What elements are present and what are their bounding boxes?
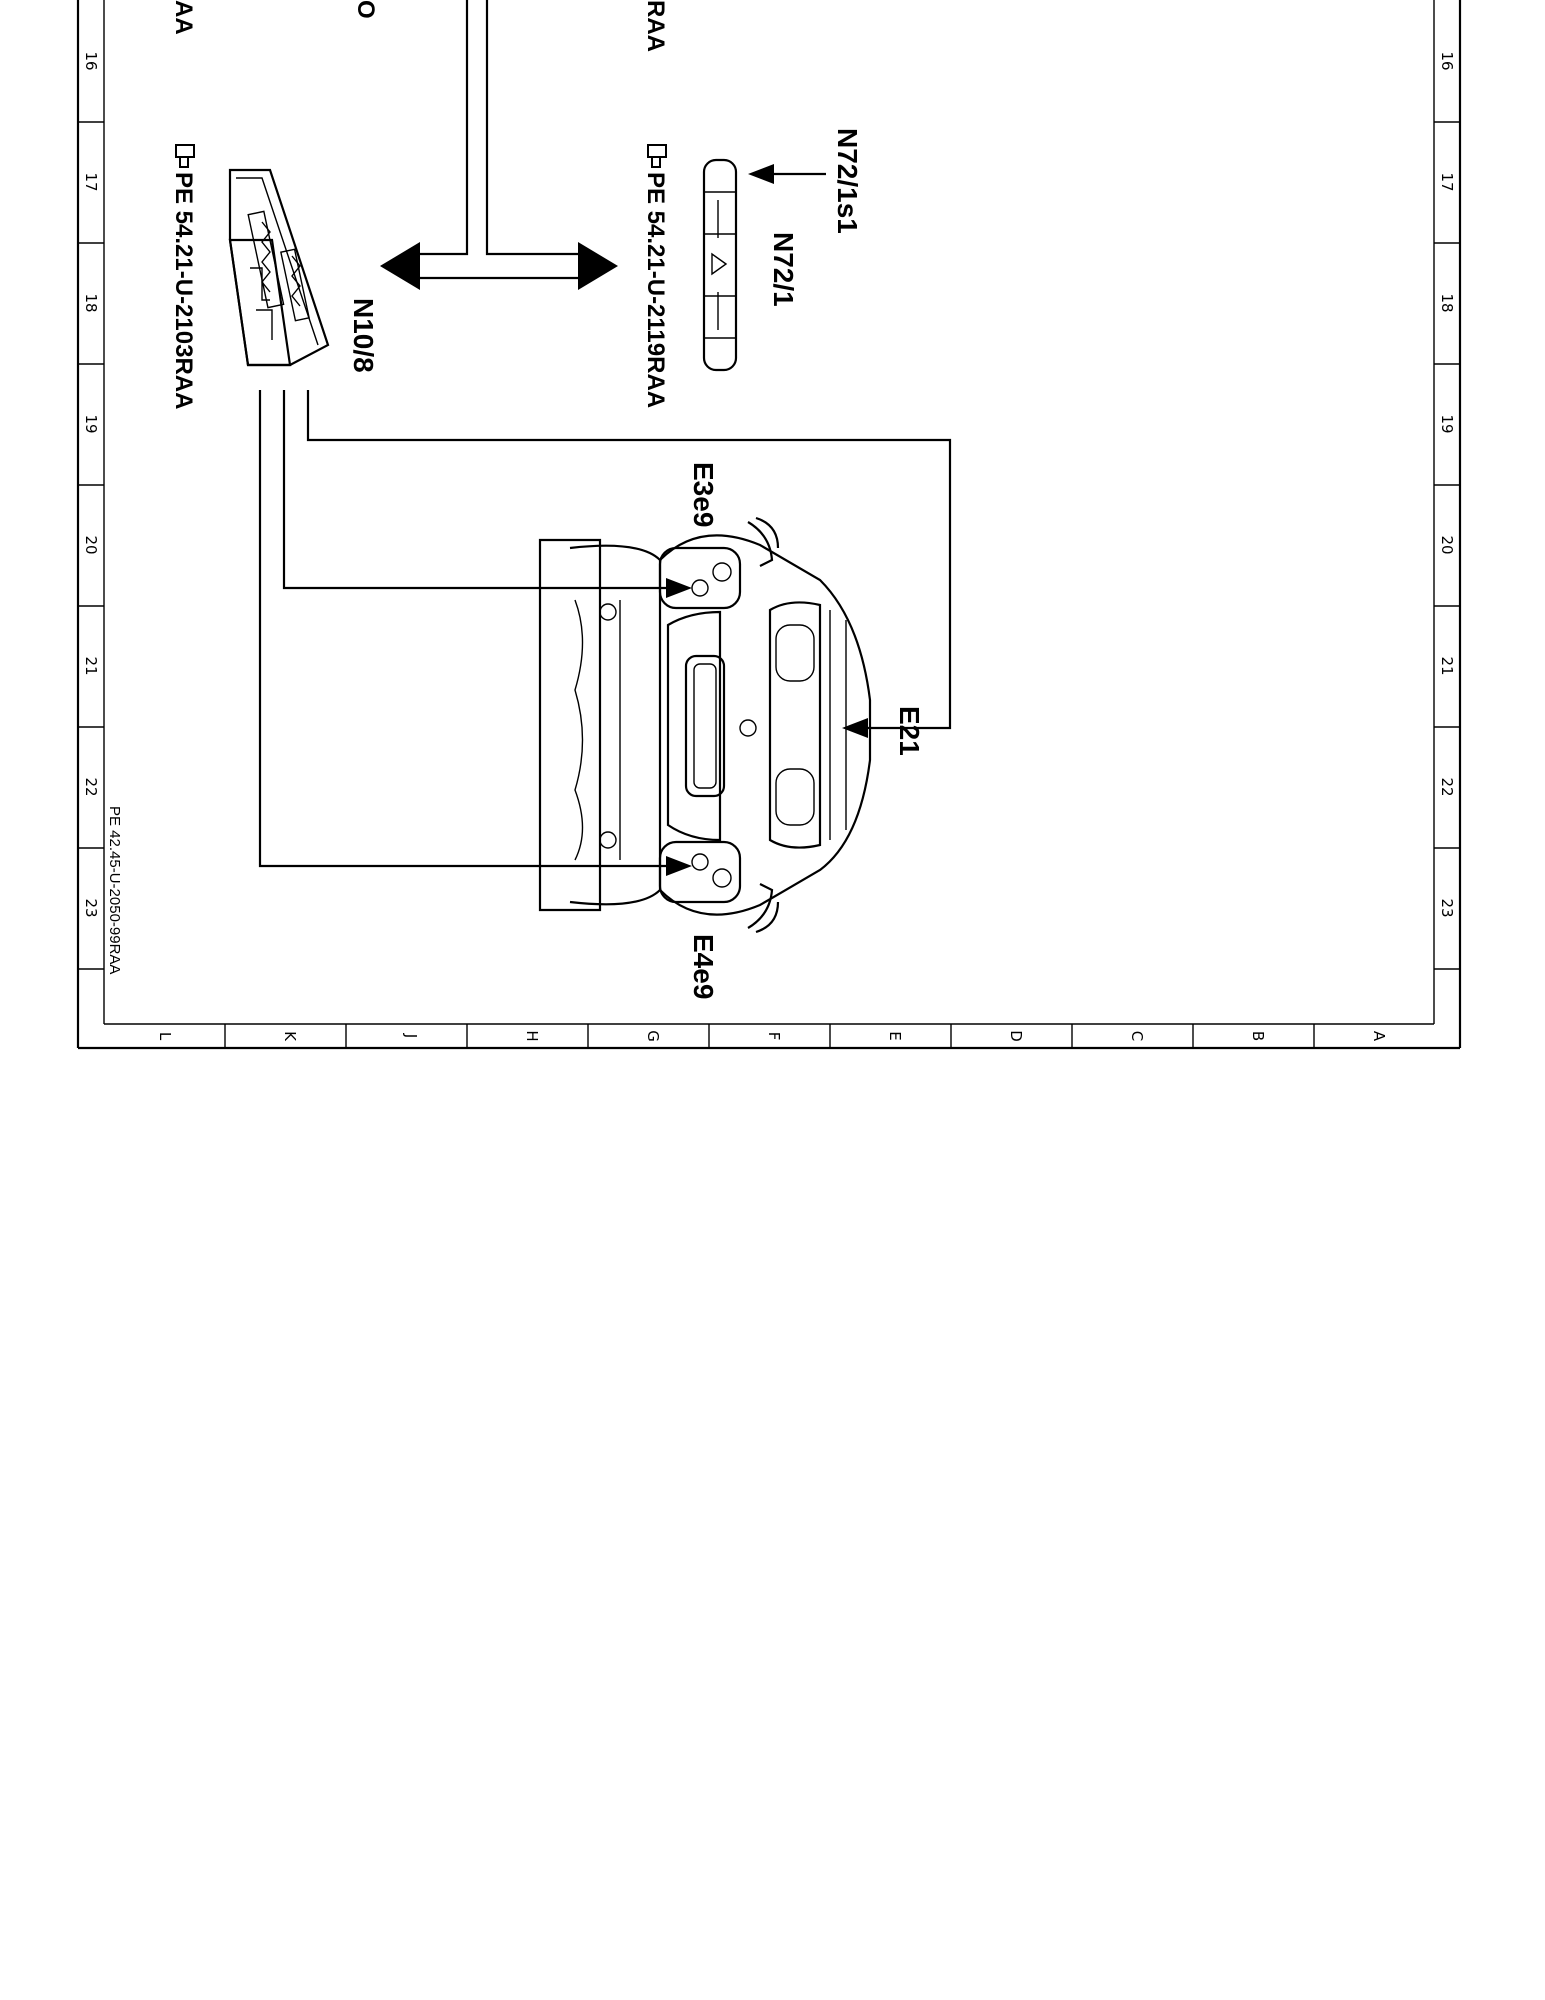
- pointing-hand-icon: [647, 144, 667, 168]
- e21-label: E21: [894, 706, 925, 756]
- row-number-right: 19: [1438, 414, 1456, 433]
- n72-1-switch: [702, 158, 738, 372]
- row-number-left: 16: [82, 51, 100, 70]
- n72-1-label: N72/1: [768, 232, 799, 307]
- column-grid: L K J H G F E D C B A: [156, 1024, 1388, 1048]
- column-letter: B: [1249, 1031, 1267, 1041]
- document-number: PE 42.45-U-2050-99RAA: [106, 806, 123, 974]
- hazard-triangle-icon: [711, 252, 728, 276]
- column-letter: C: [1128, 1031, 1146, 1041]
- e3e9-arrow-icon: [666, 578, 692, 598]
- column-letter: K: [281, 1031, 299, 1042]
- n72-1s1-label: N72/1s1: [832, 128, 863, 234]
- column-letter: D: [1007, 1030, 1025, 1042]
- row-number-right: 23: [1438, 898, 1456, 917]
- column-letter: E: [886, 1031, 904, 1040]
- n10-8-module: [228, 168, 330, 367]
- drawing-frame: [76, 0, 1462, 1050]
- column-letter: J: [402, 1033, 420, 1038]
- e3e9-label: E3e9: [688, 462, 719, 527]
- row-number-left: 22: [82, 777, 100, 796]
- row-number-left: 20: [82, 535, 100, 554]
- n10-8-label: N10/8: [348, 298, 379, 373]
- row-number-right: 17: [1438, 172, 1456, 191]
- e4e9-arrow-icon: [666, 856, 692, 876]
- column-letter: F: [765, 1032, 783, 1041]
- arrow-to-n72-1-icon: [578, 242, 618, 290]
- pointing-hand-icon: [175, 144, 195, 168]
- row-number-left: 21: [82, 656, 100, 675]
- column-letter: A: [1370, 1031, 1388, 1042]
- n72-1-reference: PE 54.21-U-2119RAA: [642, 172, 669, 408]
- row-number-left: 19: [82, 414, 100, 433]
- wiring: [258, 390, 952, 876]
- column-letter: G: [644, 1030, 662, 1042]
- partial-label-left: AA: [170, 0, 197, 35]
- row-number-left: 18: [82, 293, 100, 312]
- row-number-right: 16: [1438, 51, 1456, 70]
- partial-label-right: RAA: [642, 0, 669, 52]
- row-number-right: 22: [1438, 777, 1456, 796]
- e21-arrow-icon: [842, 718, 868, 738]
- vehicle-front-view: [538, 516, 872, 934]
- row-number-right: 18: [1438, 293, 1456, 312]
- partial-label-middle: O: [352, 0, 379, 19]
- column-letter: L: [156, 1032, 174, 1041]
- row-number-right: 21: [1438, 656, 1456, 675]
- brand-star-icon: [739, 719, 757, 737]
- row-number-left: 23: [82, 898, 100, 917]
- n72-1s1-arrow-icon: [748, 164, 774, 184]
- arrow-to-n10-8-icon: [380, 242, 420, 290]
- column-letter: H: [523, 1030, 541, 1041]
- n10-8-reference: PE 54.21-U-2103RAA: [170, 172, 197, 409]
- data-bus-lines: [380, 0, 618, 290]
- row-number-right: 20: [1438, 535, 1456, 554]
- row-number-left: 17: [82, 172, 100, 191]
- row-grid: 16 17 18 19 20 21 22 23 16 17 18 19 20 2…: [78, 51, 1460, 970]
- e4e9-label: E4e9: [688, 934, 719, 999]
